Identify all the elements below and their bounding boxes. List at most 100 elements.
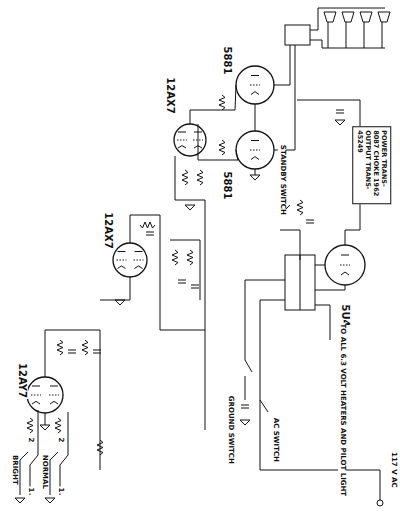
resistor-symbol	[55, 418, 61, 433]
resistor-symbol	[97, 440, 103, 455]
schematic-label: BRIGHT	[10, 454, 18, 486]
resistor-symbol	[219, 140, 225, 155]
capacitor-symbol	[241, 408, 249, 409]
wire	[205, 200, 206, 430]
ground-symbol	[335, 120, 345, 125]
wire	[198, 124, 238, 160]
wire	[274, 45, 295, 150]
wire	[118, 266, 126, 269]
wire	[100, 277, 130, 300]
schematic-label: TO ALL 6.3 VOLT HEATERS AND PILOT LIGHT	[338, 323, 346, 498]
wire	[251, 92, 259, 95]
wire	[32, 401, 40, 404]
wire	[251, 75, 259, 76]
ground-symbol	[115, 300, 125, 305]
wire	[38, 410, 39, 440]
note-text: POWER TRANS-8087 CHOKE 1962 OUTPUT TRANS…	[356, 130, 389, 200]
schematic-label: 1	[56, 486, 64, 493]
capacitor-symbol	[68, 350, 76, 351]
wire	[300, 255, 301, 310]
wire	[175, 156, 205, 200]
wire	[341, 272, 349, 275]
tube-grid	[250, 150, 260, 151]
wire	[328, 22, 329, 48]
power-transformer	[285, 255, 315, 310]
wire	[260, 300, 380, 470]
ground-symbol	[15, 498, 25, 503]
note-box: POWER TRANS-8087 CHOKE 1962 OUTPUT TRANS…	[353, 126, 392, 204]
capacitor-symbol	[306, 223, 314, 224]
capacitor-symbol	[306, 220, 314, 221]
resistor-symbol	[197, 170, 203, 185]
tube-grid	[250, 85, 260, 86]
tube-grid	[134, 260, 144, 261]
resistor-symbol	[219, 95, 225, 110]
tube-grid	[117, 260, 127, 261]
tube-label: 5881	[222, 170, 233, 200]
output-transformer	[285, 25, 310, 45]
capacitor-symbol	[241, 405, 249, 406]
wire	[32, 386, 40, 387]
capacitor-symbol	[336, 113, 344, 114]
resistor-symbol	[187, 250, 193, 265]
wire	[50, 401, 58, 404]
wire	[315, 305, 330, 340]
tube-grid	[340, 265, 350, 266]
schematic-label: GROUND SWITCH	[226, 395, 234, 465]
schematic-label: STANDBY SWITCH	[278, 144, 286, 216]
tube-envelope	[113, 243, 147, 277]
resistor-symbol	[297, 200, 303, 215]
wire	[255, 169, 256, 175]
wire	[60, 440, 68, 465]
wire	[178, 146, 186, 148]
speaker-symbol	[324, 12, 336, 22]
wire	[245, 376, 246, 400]
tube-envelope	[236, 131, 274, 169]
ground-symbol	[240, 420, 250, 425]
wiring	[15, 8, 390, 506]
tube-envelope	[174, 124, 206, 156]
wire	[251, 140, 259, 141]
speaker-symbol	[378, 12, 390, 22]
wire	[236, 150, 238, 160]
resistor-symbol	[172, 250, 178, 265]
wire	[310, 8, 385, 30]
speaker-symbol	[342, 12, 354, 22]
tube-grid	[49, 395, 59, 396]
wire	[297, 100, 360, 220]
resistor-symbol	[140, 222, 155, 228]
wire	[50, 386, 58, 387]
wire	[130, 215, 160, 243]
capacitor-symbol	[68, 353, 76, 354]
tube-label: 12AX7	[165, 76, 176, 114]
wire	[235, 85, 236, 110]
wire	[170, 240, 200, 300]
wire	[45, 413, 46, 425]
capacitor-symbol	[146, 235, 154, 236]
wire	[135, 266, 143, 269]
tube-grid	[177, 140, 187, 141]
wire	[135, 251, 143, 252]
wire	[118, 251, 126, 252]
capacitor-symbol	[178, 280, 186, 281]
capacitor-symbol	[191, 288, 199, 289]
tube-grid	[31, 395, 41, 396]
wire	[310, 40, 385, 48]
wire	[260, 400, 268, 412]
wire	[364, 22, 365, 48]
wire	[274, 45, 290, 85]
tube-label: 5881	[222, 45, 233, 75]
speaker-symbol	[360, 12, 372, 22]
wire	[68, 412, 69, 440]
ground-symbol	[250, 175, 260, 180]
capacitor-symbol	[178, 283, 186, 284]
wire	[380, 470, 381, 500]
plug-terminal	[377, 500, 383, 506]
wire	[341, 255, 349, 256]
tube-envelope	[27, 377, 63, 413]
capacitor-symbol	[191, 285, 199, 286]
wire	[160, 215, 205, 330]
wire	[30, 440, 38, 465]
